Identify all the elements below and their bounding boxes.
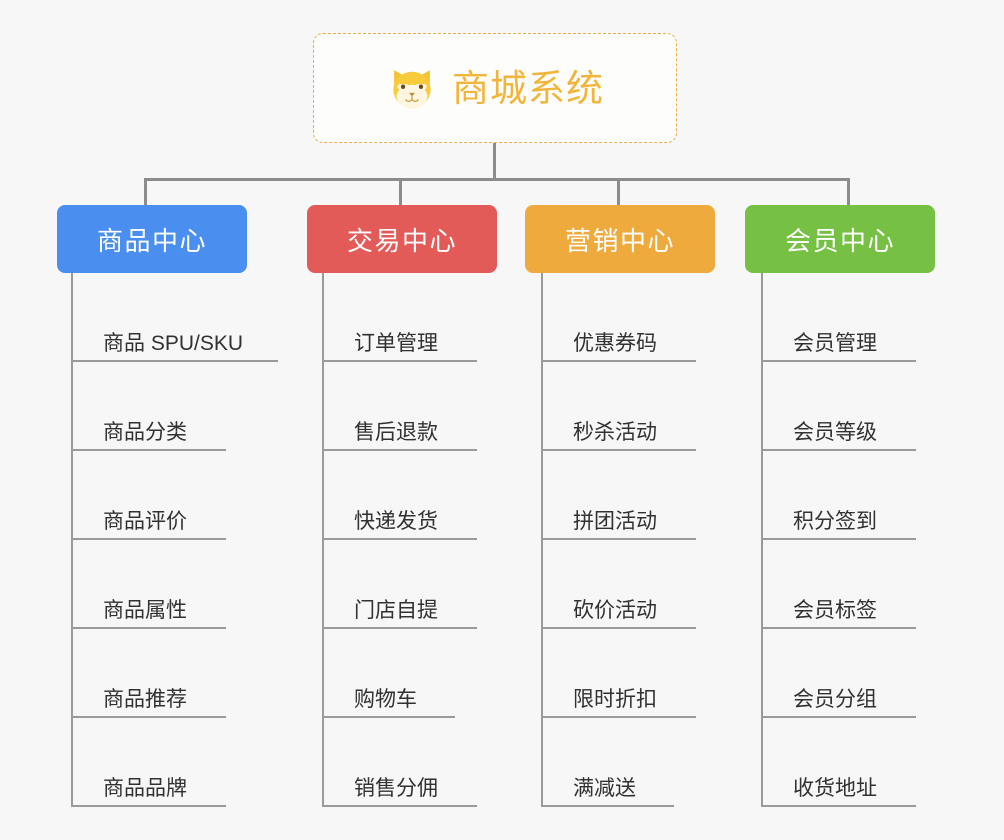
leaf-item[interactable]: 秒杀活动 [541, 362, 771, 451]
leaf-label: 会员管理 [793, 331, 877, 355]
connector-drop-3 [617, 178, 620, 205]
root-title: 商城系统 [452, 67, 604, 109]
leaf-spine-4 [761, 273, 763, 807]
leaf-label: 购物车 [354, 687, 417, 711]
leaf-underline [761, 538, 916, 540]
leaf-underline [761, 716, 916, 718]
leaf-item[interactable]: 优惠券码 [541, 273, 771, 362]
leaf-label: 商品属性 [103, 598, 187, 622]
leaf-item[interactable]: 会员管理 [761, 273, 991, 362]
dog-face-icon [386, 62, 438, 114]
leaf-underline [71, 627, 226, 629]
leaf-underline [761, 627, 916, 629]
leaf-underline [71, 360, 278, 362]
leaf-spine-2 [322, 273, 324, 807]
leaf-label: 商品评价 [103, 509, 187, 533]
leaf-underline [322, 627, 477, 629]
leaf-item[interactable]: 销售分佣 [322, 718, 552, 807]
leaf-underline [71, 449, 226, 451]
category-label-4: 会员中心 [784, 225, 895, 256]
leaf-item[interactable]: 订单管理 [322, 273, 552, 362]
connector-root-stem [493, 143, 496, 180]
leaf-underline [541, 805, 674, 807]
category-box-1[interactable]: 商品中心 [57, 205, 247, 273]
category-label-2: 交易中心 [346, 225, 457, 256]
connector-horizontal-bar [144, 178, 850, 181]
leaf-item[interactable]: 限时折扣 [541, 629, 771, 718]
leaf-item[interactable]: 会员分组 [761, 629, 991, 718]
connector-drop-1 [144, 178, 147, 205]
category-box-3[interactable]: 营销中心 [525, 205, 715, 273]
leaf-label: 秒杀活动 [573, 420, 657, 444]
leaf-underline [71, 805, 226, 807]
leaf-underline [541, 716, 696, 718]
leaf-underline [322, 360, 477, 362]
leaf-underline [71, 538, 226, 540]
leaf-label: 订单管理 [354, 331, 438, 355]
category-box-2[interactable]: 交易中心 [307, 205, 497, 273]
leaf-label: 会员等级 [793, 420, 877, 444]
leaf-underline [322, 716, 455, 718]
leaf-column-2: 订单管理 售后退款 快递发货 门店自提 购物车 销售分佣 [322, 273, 552, 807]
leaf-label: 商品分类 [103, 420, 187, 444]
leaf-item[interactable]: 拼团活动 [541, 451, 771, 540]
leaf-label: 快递发货 [354, 509, 438, 533]
leaf-item[interactable]: 购物车 [322, 629, 552, 718]
leaf-item[interactable]: 商品分类 [71, 362, 301, 451]
leaf-item[interactable]: 会员标签 [761, 540, 991, 629]
leaf-item[interactable]: 门店自提 [322, 540, 552, 629]
leaf-label: 限时折扣 [573, 687, 657, 711]
leaf-column-4: 会员管理 会员等级 积分签到 会员标签 会员分组 收货地址 [761, 273, 991, 807]
leaf-item[interactable]: 收货地址 [761, 718, 991, 807]
leaf-label: 销售分佣 [354, 776, 438, 800]
leaf-label: 商品品牌 [103, 776, 187, 800]
leaf-underline [541, 449, 696, 451]
leaf-underline [761, 449, 916, 451]
leaf-underline [761, 360, 916, 362]
leaf-column-3: 优惠券码 秒杀活动 拼团活动 砍价活动 限时折扣 满减送 [541, 273, 771, 807]
leaf-label: 会员标签 [793, 598, 877, 622]
leaf-item[interactable]: 满减送 [541, 718, 771, 807]
category-label-3: 营销中心 [564, 225, 675, 256]
leaf-label: 收货地址 [793, 776, 877, 800]
leaf-label: 拼团活动 [573, 509, 657, 533]
leaf-underline [541, 627, 696, 629]
leaf-label: 满减送 [573, 776, 636, 800]
leaf-underline [322, 449, 477, 451]
leaf-item[interactable]: 商品评价 [71, 451, 301, 540]
leaf-label: 积分签到 [793, 509, 877, 533]
leaf-underline [322, 538, 477, 540]
leaf-item[interactable]: 商品 SPU/SKU [71, 273, 301, 362]
leaf-underline [541, 538, 696, 540]
leaf-item[interactable]: 快递发货 [322, 451, 552, 540]
category-label-1: 商品中心 [96, 225, 207, 256]
leaf-label: 售后退款 [354, 420, 438, 444]
leaf-underline [761, 805, 916, 807]
leaf-label: 商品推荐 [103, 687, 187, 711]
leaf-underline [541, 360, 696, 362]
leaf-underline [322, 805, 477, 807]
leaf-spine-1 [71, 273, 73, 807]
root-node[interactable]: 商城系统 [313, 33, 677, 143]
connector-drop-4 [847, 178, 850, 205]
leaf-spine-3 [541, 273, 543, 807]
leaf-label: 商品 SPU/SKU [103, 331, 244, 355]
leaf-item[interactable]: 商品推荐 [71, 629, 301, 718]
leaf-item[interactable]: 砍价活动 [541, 540, 771, 629]
leaf-item[interactable]: 商品品牌 [71, 718, 301, 807]
leaf-item[interactable]: 商品属性 [71, 540, 301, 629]
leaf-label: 会员分组 [793, 687, 877, 711]
leaf-column-1: 商品 SPU/SKU 商品分类 商品评价 商品属性 商品推荐 商品品牌 [71, 273, 301, 807]
leaf-item[interactable]: 会员等级 [761, 362, 991, 451]
category-box-4[interactable]: 会员中心 [745, 205, 935, 273]
leaf-label: 优惠券码 [573, 331, 657, 355]
leaf-label: 砍价活动 [573, 598, 657, 622]
leaf-item[interactable]: 售后退款 [322, 362, 552, 451]
leaf-item[interactable]: 积分签到 [761, 451, 991, 540]
leaf-underline [71, 716, 226, 718]
connector-drop-2 [399, 178, 402, 205]
leaf-label: 门店自提 [354, 598, 438, 622]
